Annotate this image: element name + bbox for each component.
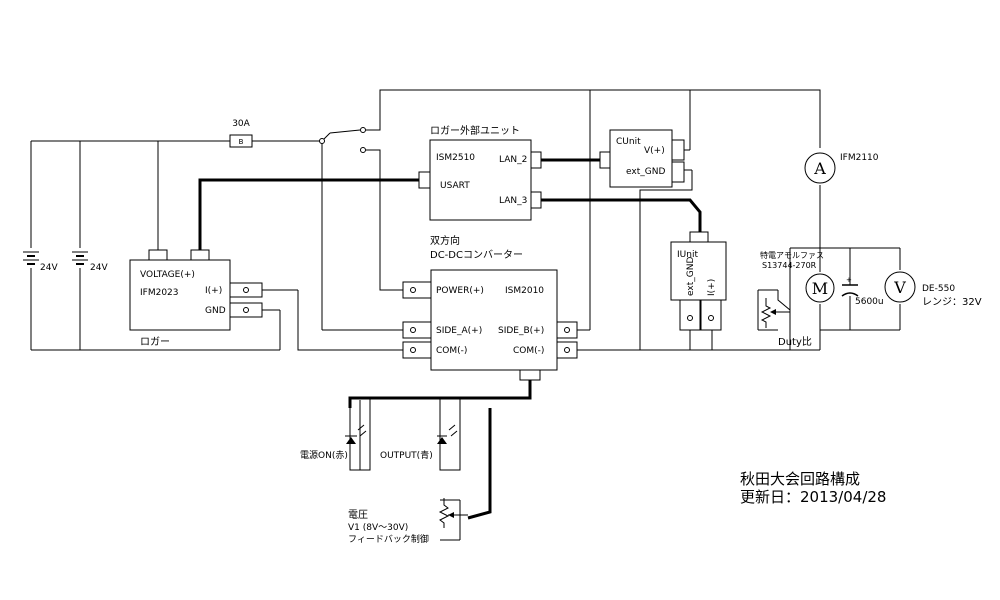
svg-text:ロガー外部ユニット: ロガー外部ユニット [430,124,520,137]
svg-text:OUTPUT(青): OUTPUT(青) [380,449,433,461]
svg-text:SIDE_B(+): SIDE_B(+) [498,326,544,336]
led-output: OUTPUT(青) [380,397,461,471]
svg-text:更新日：2013/04/28: 更新日：2013/04/28 [740,488,886,506]
svg-text:IUnit: IUnit [677,250,698,260]
led-power: 電源ON(赤) [300,397,371,471]
svg-text:電圧: 電圧 [348,509,368,521]
svg-text:CUnit: CUnit [616,137,641,147]
svg-text:DE-550: DE-550 [922,284,955,294]
ammeter: A IFM2110 [804,152,879,184]
voltmeter: V DE-550 レンジ：32V [884,271,982,308]
svg-text:24V: 24V [40,263,58,273]
svg-text:SIDE_A(+): SIDE_A(+) [436,326,482,336]
svg-text:Duty比: Duty比 [778,336,812,348]
svg-text:ext_GND: ext_GND [686,257,696,296]
capacitor: + 5600u [841,276,884,307]
svg-text:I(+): I(+) [205,286,222,296]
svg-text:I(+): I(+) [707,279,717,296]
svg-text:VOLTAGE(+): VOLTAGE(+) [140,270,195,280]
svg-text:ISM2010: ISM2010 [505,286,544,296]
iunit: IUnit ext_GND I(+) [670,231,727,331]
svg-text:USART: USART [440,181,470,191]
svg-text:+: + [846,276,852,284]
svg-text:電源ON(赤): 電源ON(赤) [300,450,348,461]
svg-text:5600u: 5600u [855,297,884,307]
logger-ext-unit: ロガー外部ユニット ISM2510 USART LAN_2 LAN_3 [418,124,542,221]
battery-1: 24V [20,248,58,273]
svg-text:COM(-): COM(-) [513,346,544,356]
svg-text:DC-DCコンバーター: DC-DCコンバーター [430,249,523,261]
footer: 秋田大会回路構成 更新日：2013/04/28 [740,470,886,506]
svg-text:V(+): V(+) [644,146,665,156]
fuse: B 30A [229,119,253,148]
svg-text:ext_GND: ext_GND [626,167,665,177]
svg-text:GND: GND [205,306,226,316]
dcdc-converter: 双方向 DC-DCコンバーター POWER(+) ISM2010 SIDE_A(… [402,234,578,381]
svg-text:V1 (8V～30V): V1 (8V～30V) [348,523,408,533]
svg-text:秋田大会回路構成: 秋田大会回路構成 [740,470,860,488]
svg-text:双方向: 双方向 [430,234,460,247]
svg-text:IFM2110: IFM2110 [840,153,879,163]
svg-text:S13744-270R: S13744-270R [762,261,817,270]
switch [319,127,366,153]
svg-text:ISM2510: ISM2510 [436,153,475,163]
svg-text:LAN_2: LAN_2 [499,155,527,165]
svg-text:レンジ：32V: レンジ：32V [922,297,982,308]
svg-text:M: M [812,279,828,298]
duty-potentiometer: Duty比 [757,289,812,348]
svg-text:IFM2023: IFM2023 [140,288,179,298]
svg-text:V: V [893,278,906,297]
svg-text:COM(-): COM(-) [436,346,467,356]
battery-2: 24V [69,248,108,273]
svg-text:LAN_3: LAN_3 [499,196,527,206]
svg-text:24V: 24V [90,263,108,273]
svg-text:ロガー: ロガー [140,336,170,348]
svg-text:B: B [239,138,244,146]
svg-text:POWER(+): POWER(+) [436,286,484,296]
cunit: CUnit V(+) ext_GND [599,129,685,188]
svg-text:フィードバック制御: フィードバック制御 [348,533,429,545]
logger: VOLTAGE(+) IFM2023 I(+) GND ロガー [129,249,263,348]
motor: 特電アモルファス S13744-270R M [760,250,835,303]
svg-text:30A: 30A [232,119,250,129]
svg-text:特電アモルファス: 特電アモルファス [760,250,824,260]
voltage-potentiometer: 電圧 V1 (8V～30V) フィードバック制御 [348,498,468,545]
svg-text:A: A [813,159,826,178]
